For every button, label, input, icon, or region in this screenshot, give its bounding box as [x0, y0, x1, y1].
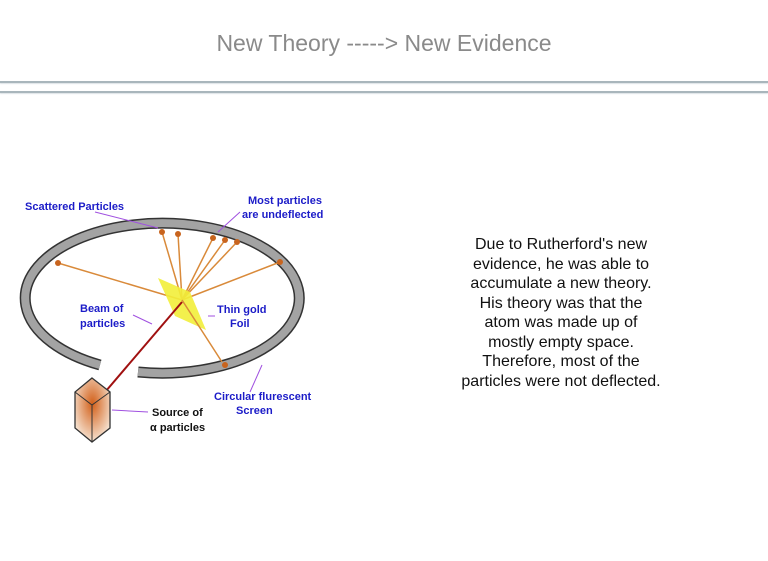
- label-undeflected: are undeflected: [242, 209, 323, 221]
- slide-body-text: Due to Rutherford's new evidence, he was…: [430, 235, 692, 391]
- label-alpha-particles: α particles: [150, 422, 205, 434]
- scattered-rays: [57, 231, 281, 301]
- slide-title: New Theory -----> New Evidence: [216, 30, 552, 56]
- label-most-particles: Most particles: [248, 195, 322, 207]
- body-line: particles were not deflected.: [461, 372, 661, 390]
- label-beam-of: Beam of: [80, 303, 124, 315]
- divider-bottom: [0, 91, 768, 93]
- body-line: Due to Rutherford's new: [474, 236, 648, 253]
- divider-top: [0, 81, 768, 83]
- label-pointers: [94, 211, 263, 413]
- alpha-source: [74, 377, 111, 443]
- gold-foil: [158, 278, 206, 330]
- label-screen: Screen: [236, 405, 273, 417]
- label-particles: particles: [80, 318, 125, 330]
- label-scattered-particles: Scattered Particles: [25, 201, 124, 213]
- label-source-of: Source of: [152, 407, 203, 419]
- body-line: accumulate a new theory.: [470, 275, 652, 292]
- alpha-beam: [99, 301, 183, 399]
- impact-dots: [55, 229, 283, 368]
- label-thin-gold: Thin gold: [217, 304, 266, 316]
- fluorescent-screen: [19, 217, 305, 379]
- body-line: His theory was that the: [479, 294, 643, 312]
- body-line: evidence, he was able to: [472, 255, 650, 273]
- label-foil: Foil: [230, 318, 250, 330]
- label-circular-screen: Circular flurescent: [214, 391, 312, 403]
- deflected-ray: [181, 299, 223, 363]
- body-line: Therefore, most of the: [482, 353, 640, 370]
- body-line: atom was made up of: [484, 314, 638, 331]
- body-line: mostly empty space.: [488, 333, 634, 351]
